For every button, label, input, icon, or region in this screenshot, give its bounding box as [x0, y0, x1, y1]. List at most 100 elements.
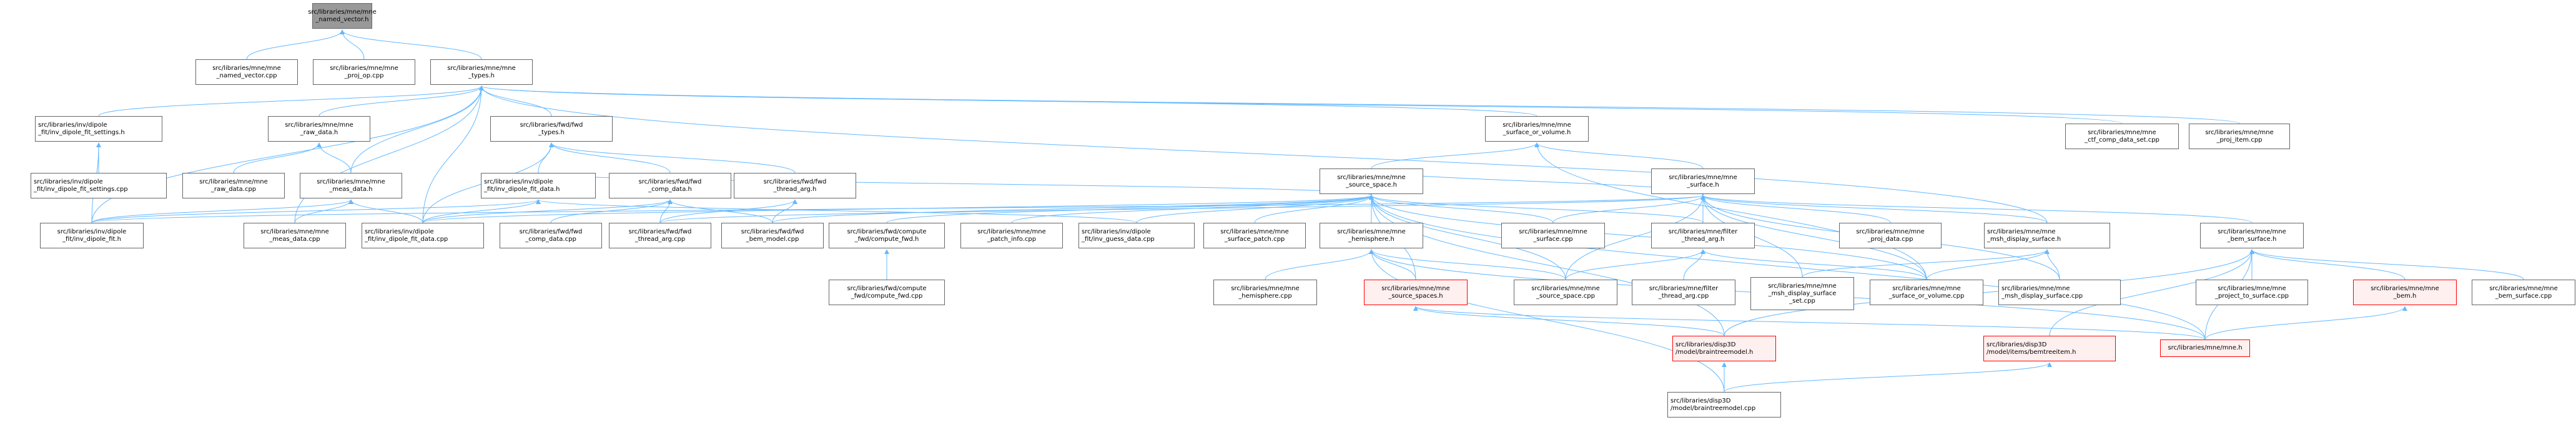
dependency-edge: [350, 85, 484, 173]
dependency-edge: [1552, 195, 1705, 223]
graph-node[interactable]: src/libraries/mne/mne _surface.h: [1651, 169, 1755, 194]
graph-node[interactable]: src/libraries/mne/mne _surface.cpp: [1501, 223, 1605, 248]
graph-node[interactable]: src/libraries/mne/mne _patch_info.cpp: [960, 223, 1063, 248]
graph-node[interactable]: src/libraries/mne/mne _msh_display_surfa…: [1750, 277, 1854, 310]
dependency-edge: [772, 199, 797, 223]
dependency-edge: [2049, 249, 2254, 336]
dependency-edge: [479, 85, 2123, 124]
graph-node[interactable]: src/libraries/mne/mne _surface_patch.cpp: [1203, 223, 1306, 248]
dependency-edge: [1683, 249, 1705, 280]
dependency-edge: [340, 29, 365, 60]
graph-node[interactable]: src/libraries/mne/mne _proj_item.cpp: [2189, 124, 2290, 149]
graph-node[interactable]: src/libraries/mne/mne _raw_data.cpp: [182, 173, 285, 198]
dependency-edge: [538, 142, 554, 173]
dependency-edge: [1369, 249, 1566, 280]
dependency-edge: [1136, 195, 1374, 223]
dependency-edge: [479, 85, 552, 117]
graph-node[interactable]: src/libraries/mne/mne _hemisphere.h: [1320, 223, 1423, 248]
root-node: src/libraries/mne/mne _named_vector.h: [308, 3, 377, 29]
graph-node[interactable]: src/libraries/disp3D /model/braintreemod…: [1672, 336, 1776, 361]
dependency-edge: [1369, 195, 1725, 336]
dependency-edge: [1254, 195, 1374, 223]
graph-node[interactable]: src/libraries/mne/mne _project_to_surfac…: [2196, 280, 2308, 305]
graph-node[interactable]: src/libraries/mne/mne _proj_op.cpp: [313, 59, 415, 85]
graph-node[interactable]: src/libraries/inv/dipole _fit/inv_dipole…: [35, 116, 162, 142]
dependency-edge: [1700, 195, 2048, 223]
graph-node[interactable]: src/libraries/fwd/fwd _comp_data.cpp: [500, 223, 602, 248]
dependency-edge: [479, 85, 2240, 124]
graph-node[interactable]: src/libraries/inv/dipole _fit/inv_dipole…: [481, 173, 596, 198]
dependency-edge: [422, 199, 541, 223]
graph-node[interactable]: src/libraries/mne/mne _types.h: [430, 59, 533, 85]
graph-node[interactable]: src/libraries/mne/mne _meas_data.cpp: [244, 223, 346, 248]
graph-node[interactable]: src/libraries/fwd/fwd _thread_arg.h: [734, 173, 856, 198]
dependency-edge: [479, 85, 2048, 223]
dependency-edge: [1802, 249, 2050, 278]
graph-node[interactable]: src/libraries/inv/dipole _fit/inv_dipole…: [31, 173, 167, 198]
graph-node[interactable]: src/libraries/mne/mne _hemisphere.cpp: [1213, 280, 1317, 305]
graph-node[interactable]: src/libraries/fwd/compute _fwd/compute_f…: [829, 223, 945, 248]
dependency-edge: [1926, 249, 2050, 280]
graph-node[interactable]: src/libraries/mne/mne _raw_data.h: [268, 116, 370, 142]
dependency-edge: [294, 85, 484, 223]
dependency-edge: [91, 199, 353, 223]
graph-node[interactable]: src/libraries/fwd/fwd _bem_model.cpp: [721, 223, 824, 248]
graph-node[interactable]: src/libraries/fwd/fwd _types.h: [490, 116, 613, 142]
graph-node[interactable]: src/libraries/fwd/fwd _thread_arg.cpp: [609, 223, 711, 248]
graph-node[interactable]: src/libraries/mne/mne _ctf_comp_data_set…: [2065, 124, 2179, 149]
graph-node[interactable]: src/libraries/inv/dipole _fit/inv_dipole…: [362, 223, 484, 248]
dependency-edge: [1565, 249, 1705, 280]
dependency-edge: [549, 142, 796, 173]
dependency-edge: [549, 142, 671, 173]
dependency-edge: [2249, 249, 2524, 280]
dependency-edge: [422, 195, 1374, 223]
dependency-edge: [1265, 249, 1374, 280]
dependency-edge: [422, 199, 673, 223]
graph-node[interactable]: src/libraries/mne/mne _bem.h: [2353, 280, 2457, 305]
graph-node[interactable]: src/libraries/mne/filter _thread_arg.h: [1651, 223, 1755, 248]
graph-node[interactable]: src/libraries/mne/mne _proj_data.cpp: [1839, 223, 1942, 248]
dependency-edge: [1371, 142, 1539, 169]
graph-node[interactable]: src/libraries/mne/filter _thread_arg.cpp: [1632, 280, 1735, 305]
graph-node[interactable]: src/libraries/mne/mne _bem_surface.h: [2200, 223, 2304, 248]
dependency-edge: [886, 195, 1374, 223]
graph-node[interactable]: src/libraries/mne/mne.h: [2160, 340, 2250, 357]
graph-node[interactable]: src/libraries/inv/dipole _fit/inv_dipole…: [40, 223, 144, 248]
dependency-edge: [1534, 142, 1704, 169]
dependency-edge: [1700, 195, 1891, 223]
dependency-edge: [91, 199, 541, 223]
graph-node[interactable]: src/libraries/fwd/compute _fwd/compute_f…: [829, 280, 945, 305]
dependency-edge: [317, 142, 352, 173]
graph-node[interactable]: src/libraries/mne/mne _msh_display_surfa…: [1984, 223, 2110, 248]
dependency-edge: [91, 195, 1705, 223]
dependency-edge: [91, 85, 484, 223]
dependency-edge: [1369, 195, 1554, 223]
graph-node[interactable]: src/libraries/mne/mne _bem_surface.cpp: [2472, 280, 2575, 305]
dependency-edge: [1413, 306, 2206, 340]
dependency-edge: [1700, 249, 1927, 280]
graph-node[interactable]: src/libraries/mne/mne _meas_data.h: [300, 173, 402, 198]
graph-node[interactable]: src/libraries/mne/mne _source_space.cpp: [1514, 280, 1617, 305]
graph-node[interactable]: src/libraries/mne/mne _msh_display_surfa…: [1998, 280, 2121, 305]
graph-node[interactable]: src/libraries/mne/mne _surface_or_volume…: [1870, 280, 1983, 305]
dependency-edge: [2249, 249, 2406, 280]
graph-node[interactable]: src/libraries/mne/mne _source_space.h: [1320, 169, 1423, 194]
dependency-edge: [1369, 195, 2206, 340]
dependency-edge: [1724, 249, 2254, 336]
dependency-edge: [233, 142, 322, 173]
graph-node[interactable]: src/libraries/mne/mne _surface_or_volume…: [1485, 116, 1589, 142]
dependency-edge: [98, 85, 484, 117]
graph-node[interactable]: src/libraries/fwd/fwd _comp_data.h: [609, 173, 731, 198]
graph-node[interactable]: src/libraries/disp3D /model/items/bemtre…: [1983, 336, 2116, 361]
dependency-edge: [348, 199, 423, 223]
graph-node[interactable]: src/libraries/disp3D /model/braintreemod…: [1667, 392, 1781, 418]
dependency-edge: [1011, 195, 1374, 223]
dependency-edge: [1369, 249, 1725, 393]
dependency-edge: [246, 29, 345, 60]
dependency-edge: [668, 199, 773, 223]
graph-node[interactable]: src/libraries/inv/dipole _fit/inv_guess_…: [1078, 223, 1195, 248]
dependency-edge: [422, 85, 484, 223]
dependency-edge: [1565, 195, 1705, 280]
graph-node[interactable]: src/libraries/mne/mne _source_spaces.h: [1364, 280, 1468, 305]
graph-node[interactable]: src/libraries/mne/mne _named_vector.cpp: [195, 59, 298, 85]
